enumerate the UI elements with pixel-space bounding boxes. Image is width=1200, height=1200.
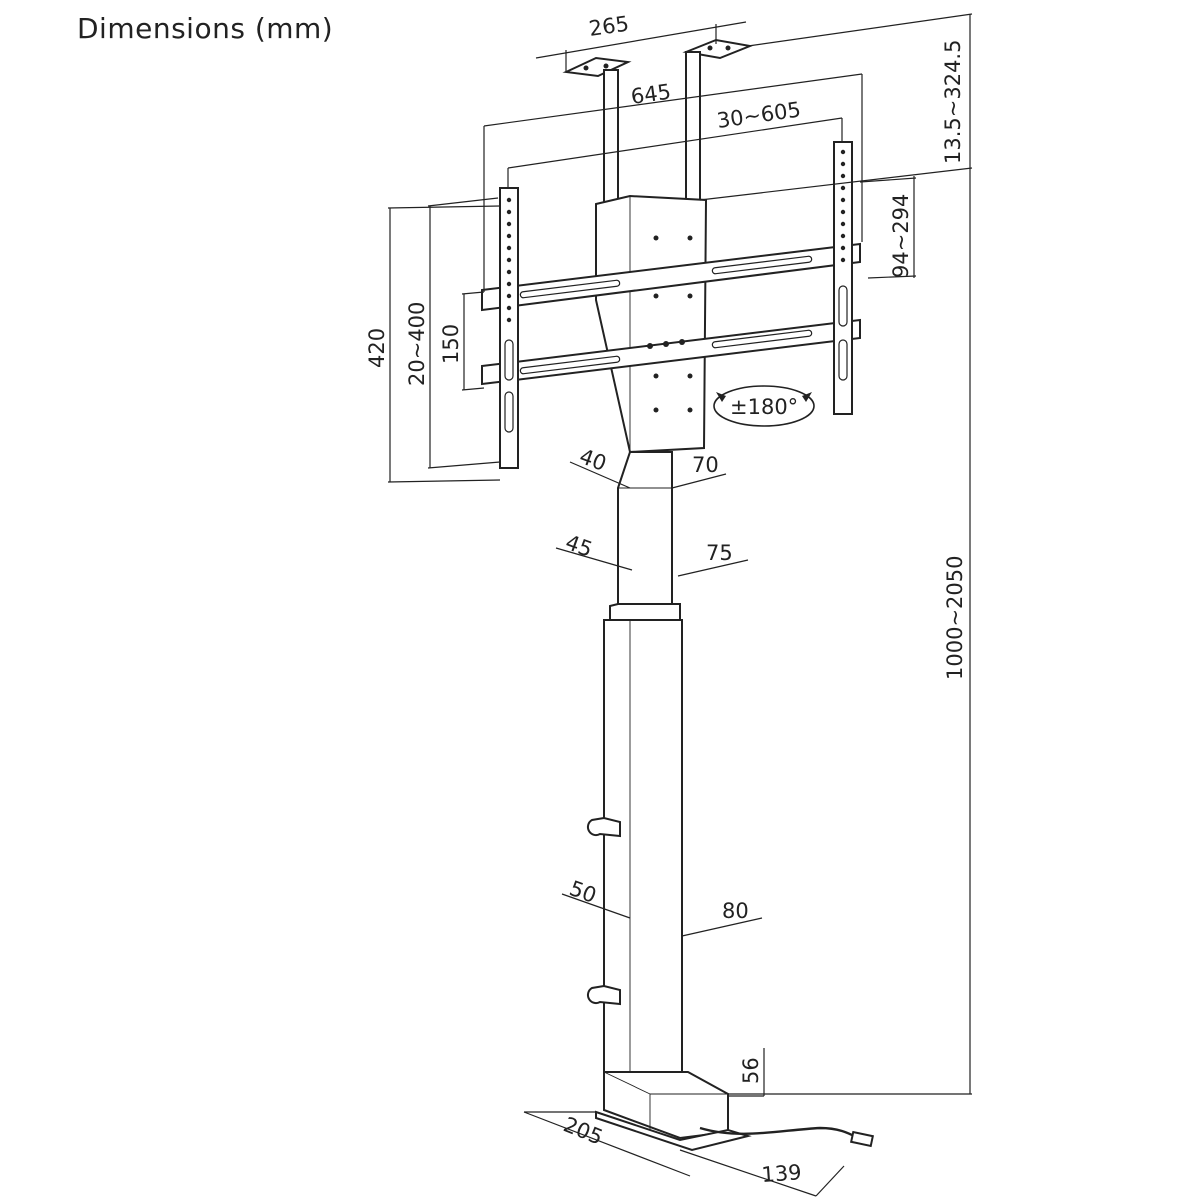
label-bracket-spacing: 265: [587, 12, 630, 41]
label-lower-tube-depth: 50: [566, 876, 599, 908]
base-box: [595, 1071, 752, 1152]
vesa-arm-right: [833, 141, 853, 415]
label-base-height: 56: [739, 1057, 763, 1084]
label-ceiling-drop: 13.5~324.5: [941, 40, 965, 164]
label-base-width: 139: [761, 1160, 803, 1187]
mount-rail-upper: [481, 242, 861, 312]
dimension-lines: [387, 13, 973, 1197]
label-upper-tube-width: 70: [692, 453, 719, 477]
wall-clip-lower: [586, 984, 621, 1006]
diagram-title: Dimensions (mm): [77, 12, 334, 45]
head-unit: [595, 194, 708, 454]
label-overall-width: 645: [629, 80, 672, 109]
wall-clip-upper: [586, 816, 621, 838]
label-rail-spacing: 150: [439, 324, 463, 364]
label-upper-tube-depth: 40: [576, 444, 609, 476]
label-middle-tube-width: 75: [706, 541, 733, 565]
vesa-arm-left: [499, 187, 519, 469]
rotation-label: ±180°: [730, 395, 798, 419]
ceiling-bracket-left: [562, 56, 632, 206]
column-lower-section: [603, 619, 683, 1075]
column-upper-section: [617, 451, 673, 608]
rotation-indicator: ±180°: [713, 385, 815, 427]
label-middle-tube-depth: 45: [562, 530, 595, 562]
label-overall-height-bracket: 420: [365, 328, 389, 368]
label-stand-height: 1000~2050: [943, 556, 967, 680]
label-lower-tube-width: 80: [722, 899, 749, 923]
mount-rail-lower: [481, 318, 861, 386]
label-vesa-vertical-adjust: 94~294: [889, 194, 913, 278]
label-vesa-horizontal: 30~605: [715, 97, 802, 133]
power-cable: [699, 1126, 875, 1148]
label-vesa-vertical: 20~400: [405, 302, 429, 386]
